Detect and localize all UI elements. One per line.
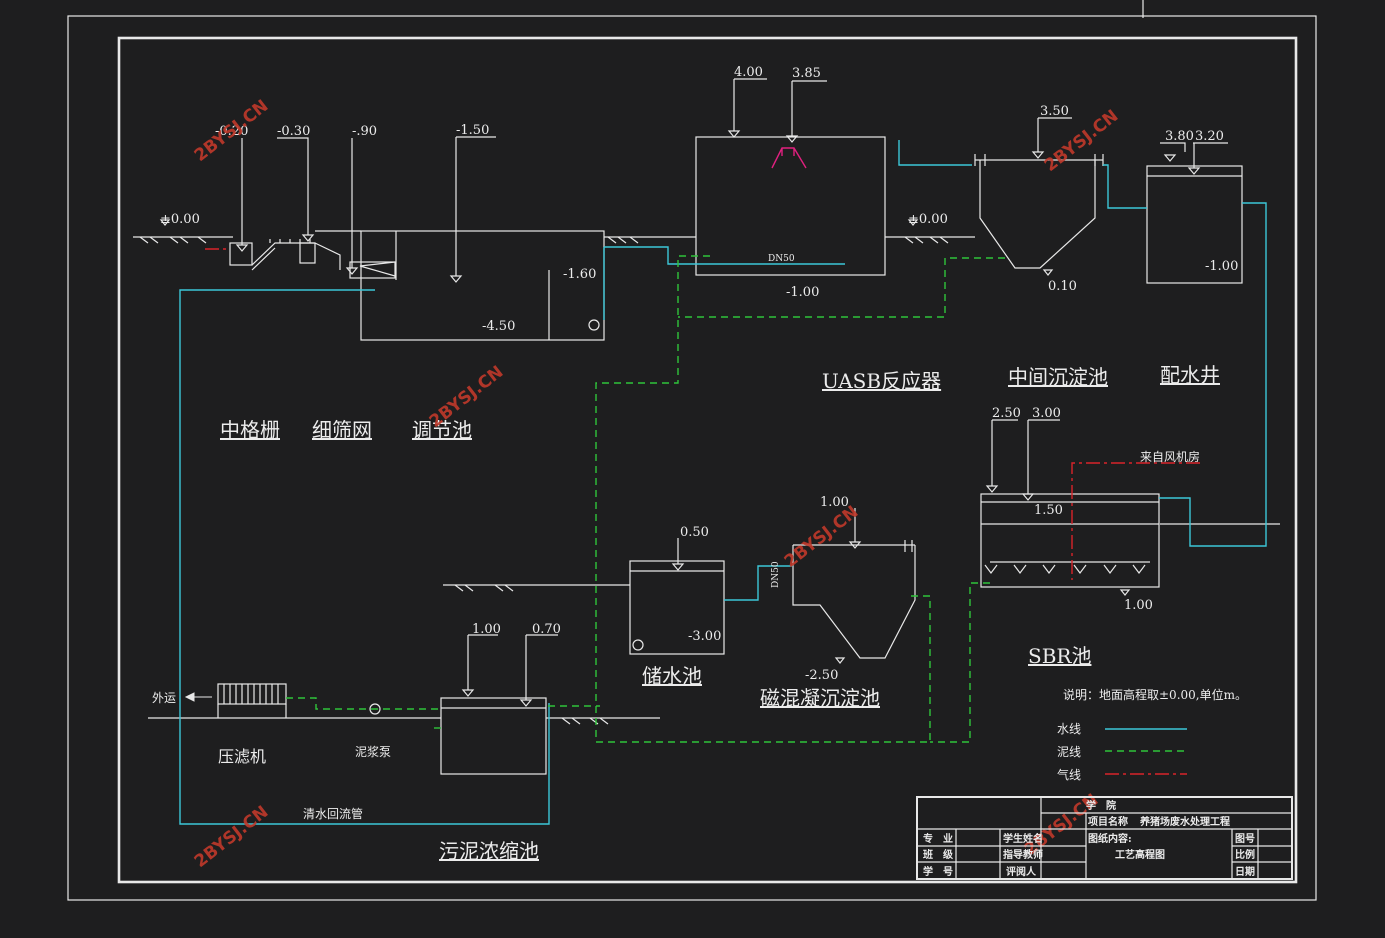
sbr-tank: [980, 493, 1160, 588]
label-dn50-a: DN50: [768, 254, 795, 264]
level-reg-top: -1.50: [456, 123, 489, 138]
uasb-reactor: [695, 136, 886, 276]
tb-student-name: 学生姓名: [1003, 832, 1043, 845]
level-uasb-bottom: -1.00: [786, 285, 819, 300]
drawing-frame: [67, 0, 1317, 901]
ground-lines: [133, 236, 1280, 725]
regulating-tank: [315, 230, 605, 341]
intermediate-clarifier: [974, 154, 1104, 269]
level-mag-bottom: -2.50: [805, 668, 838, 683]
label-outbound: 外运: [152, 691, 176, 705]
tb-major: 专 业: [923, 832, 953, 845]
tb-drawing-label: 图纸内容:: [1088, 832, 1132, 845]
tb-project-label: 项目名称: [1088, 815, 1128, 828]
label-blower: 来自风机房: [1140, 449, 1200, 464]
outbound-arrow: [184, 692, 212, 702]
level-dist-b: 3.20: [1195, 129, 1224, 144]
label-storage: 储水池: [642, 664, 702, 688]
level-screen: -.90: [352, 124, 377, 139]
thickener: [440, 697, 547, 775]
level-sbr-a: 2.50: [992, 406, 1021, 421]
label-clarifier: 中间沉淀池: [1008, 365, 1108, 389]
level-thick-b: 0.70: [532, 622, 561, 637]
watermark: 2BYSJ.CN: [781, 502, 863, 572]
level-reg-bottom: -4.50: [482, 319, 515, 334]
level-sbr-b: 3.00: [1032, 406, 1061, 421]
label-thickener: 污泥浓缩池: [439, 839, 539, 863]
level-sbr-bottom: 1.00: [1124, 598, 1153, 613]
label-dn50-b: DN50: [771, 561, 781, 588]
label-return-pipe: 清水回流管: [303, 806, 363, 821]
level-reg-pump: -1.60: [563, 267, 596, 282]
level-grid-b: -0.30: [277, 124, 310, 139]
level-clar-bottom: 0.10: [1048, 279, 1077, 294]
level-uasb-top: 4.00: [734, 65, 763, 80]
label-regulating: 调节池: [412, 418, 472, 442]
level-ground-left: ±0.00: [160, 212, 200, 227]
grid-unit: [229, 239, 396, 279]
level-markers: [159, 78, 1228, 707]
label-screen: 细筛网: [312, 418, 372, 442]
watermarks: 2BYSJ.CN 2BYSJ.CN 2BYSJ.CN 2BYSJ.CN 2BYS…: [191, 96, 1123, 872]
level-mag-top: 1.00: [820, 495, 849, 510]
title-block: 学 院 项目名称 养猪场废水处理工程 专 业 班 级 学 号 学生姓名 指导教师…: [916, 796, 1293, 880]
level-thick-a: 1.00: [472, 622, 501, 637]
label-magnetic: 磁混凝沉淀池: [760, 686, 880, 710]
tb-class: 班 级: [923, 848, 954, 861]
legend-air: 气线: [1057, 767, 1081, 782]
tb-project: 养猪场废水处理工程: [1139, 815, 1230, 828]
level-uasb-water: 3.85: [792, 66, 821, 81]
level-store-top: 0.50: [680, 525, 709, 540]
filter-press: [217, 683, 287, 718]
magnetic-tank: [792, 540, 916, 659]
legend-water: 水线: [1057, 722, 1081, 736]
sludge-lines: [286, 255, 1005, 743]
tb-date: 日期: [1235, 865, 1255, 878]
water-lines: [179, 140, 1267, 825]
label-grid: 中格栅: [220, 418, 280, 442]
label-distribution: 配水井: [1160, 363, 1220, 387]
label-filter-press: 压滤机: [218, 747, 266, 766]
tb-scale: 比例: [1235, 848, 1255, 861]
label-sludge-pump: 泥浆泵: [355, 744, 391, 759]
unit-labels: 中格栅 细筛网 调节池 UASB反应器 中间沉淀池 配水井 SBR池 储水池 磁…: [152, 254, 1220, 863]
level-dist-a: 3.80: [1165, 129, 1194, 144]
tb-drawing: 工艺高程图: [1115, 848, 1165, 861]
tb-college: 学 院: [1086, 799, 1116, 812]
level-dist-bottom: -1.00: [1205, 259, 1238, 274]
legend-sludge: 泥线: [1057, 745, 1081, 759]
label-uasb: UASB反应器: [822, 369, 941, 393]
uasb-separator: [771, 147, 807, 169]
level-texts: ±0.00 -0.20 -0.30 -.90 -1.50 -1.60 -4.50…: [160, 65, 1238, 683]
tb-advisor: 指导教师: [1003, 848, 1043, 861]
level-ground-mid: ±0.00: [908, 212, 948, 227]
air-line: [1071, 462, 1200, 580]
tb-drawing-no: 图号: [1235, 833, 1255, 845]
watermark: 2BYSJ.CN: [191, 96, 273, 166]
storage-tank: [629, 560, 725, 655]
label-sbr: SBR池: [1028, 644, 1091, 668]
level-store-bottom: -3.00: [688, 629, 721, 644]
level-sbr-c: 1.50: [1034, 503, 1063, 518]
level-grid-a: -0.20: [215, 124, 248, 139]
note: 说明：地面高程取±0.00,单位m。: [1063, 687, 1247, 702]
tb-student-id: 学 号: [923, 865, 953, 878]
watermark: 2BYSJ.CN: [191, 802, 273, 872]
level-clar-top: 3.50: [1040, 104, 1069, 119]
sludge-pump: [369, 703, 381, 715]
tb-reviewer: 评阅人: [1006, 865, 1037, 878]
